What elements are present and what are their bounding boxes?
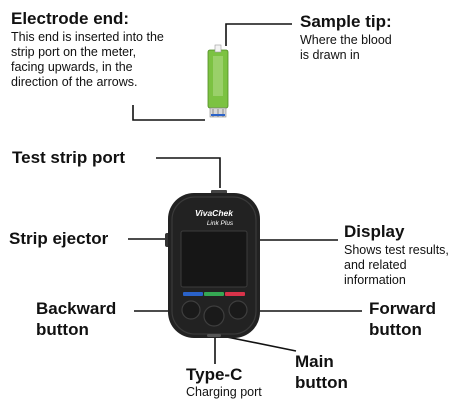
display-line-2: and related <box>344 258 407 272</box>
test-strip <box>207 44 229 118</box>
display-line-1: Shows test results, <box>344 243 449 257</box>
display-title: Display <box>344 222 405 241</box>
backward-button[interactable] <box>181 300 201 320</box>
test-strip-label-patch <box>213 56 223 96</box>
forward-button-line-2: button <box>369 320 422 339</box>
electrode-end-callout: Electrode end: This end is inserted into… <box>11 9 216 90</box>
forward-button-callout: Forward button <box>369 299 436 339</box>
brand-logo: VivaChek <box>195 208 234 218</box>
display-line-3: information <box>344 273 406 287</box>
test-strip-sample-tip <box>214 44 222 53</box>
leader-sample-tip <box>225 23 292 46</box>
electrode-end-line-1: This end is inserted into the <box>11 30 164 44</box>
type-c-title: Type-C <box>186 365 243 384</box>
test-strip-electrode-mark <box>211 114 225 116</box>
red-bar <box>225 292 245 296</box>
type-c-port <box>207 334 221 337</box>
main-button-callout: Main button <box>295 352 348 392</box>
green-bar <box>204 292 224 296</box>
meter: VivaChek Link Plus <box>165 190 260 338</box>
sample-tip-line-2: is drawn in <box>300 48 360 62</box>
main-button-line-2: button <box>295 373 348 392</box>
main-button-line-1: Main <box>295 352 334 371</box>
display-callout: Display Shows test results, and related … <box>344 222 474 288</box>
type-c-callout: Type-C Charging port <box>186 365 262 400</box>
forward-button-line-1: Forward <box>369 299 437 318</box>
display-screen <box>180 230 248 288</box>
model-logo: Link Plus <box>207 220 234 227</box>
leader-test-strip-port <box>156 157 221 188</box>
main-button[interactable] <box>203 305 225 327</box>
forward-button[interactable] <box>228 300 248 320</box>
backward-button-line-2: button <box>36 320 89 339</box>
blue-bar <box>183 292 203 296</box>
leader-electrode-end <box>132 105 205 121</box>
sample-tip-line-1: Where the blood <box>300 33 392 47</box>
electrode-end-line-4: direction of the arrows. <box>11 75 138 89</box>
sample-tip-title: Sample tip: <box>300 12 392 31</box>
electrode-end-line-3: facing upwards, in the <box>11 60 133 74</box>
backward-button-line-1: Backward <box>36 299 117 318</box>
type-c-sub: Charging port <box>186 385 262 399</box>
electrode-end-title: Electrode end: <box>11 9 130 28</box>
backward-button-callout: Backward button <box>36 299 116 339</box>
sample-tip-callout: Sample tip: Where the blood is drawn in <box>300 12 450 63</box>
strip-ejector-label: Strip ejector <box>9 229 109 248</box>
electrode-end-line-2: strip port on the meter, <box>11 45 137 59</box>
test-strip-port-label: Test strip port <box>12 148 126 167</box>
